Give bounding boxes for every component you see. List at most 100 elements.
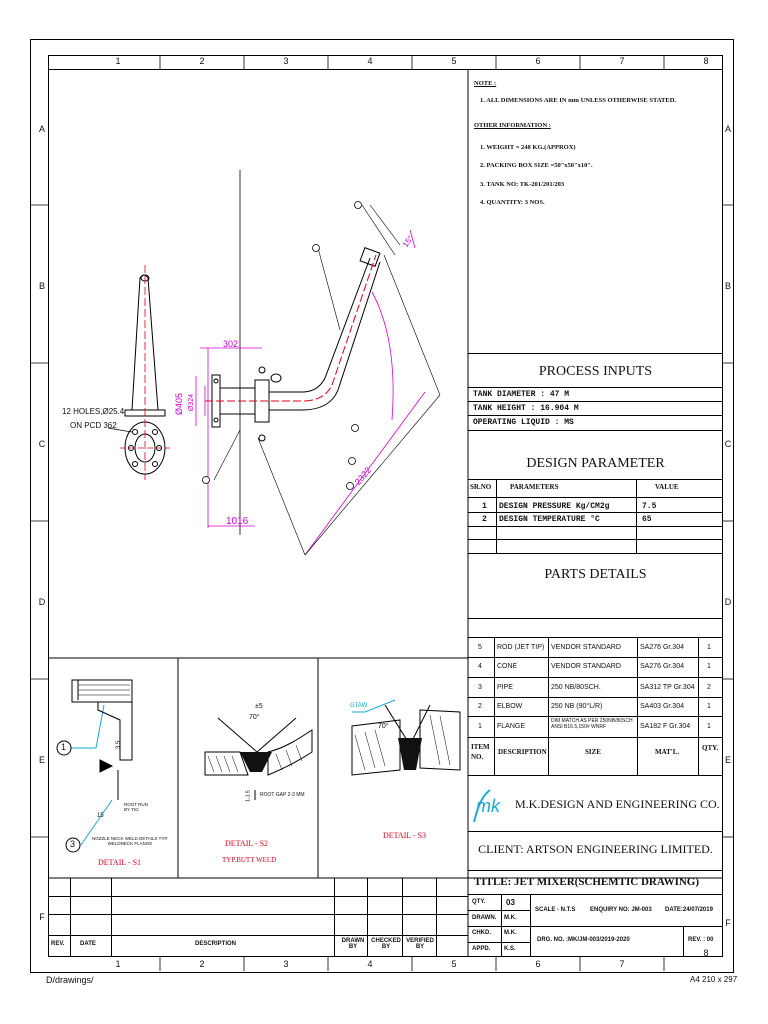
detail-s1-15: 15 (97, 813, 104, 819)
zone-row-E-left: E (38, 755, 45, 765)
part-5-size: VENDOR STANDARD (551, 644, 621, 651)
part-2-desc: ELBOW (497, 703, 523, 710)
verified-by-header: VERIFIED BY (406, 938, 434, 950)
balloon-1: 1 (61, 742, 67, 752)
part-3-qty: 2 (707, 684, 711, 691)
detail-s3-gtaw: GTAW (350, 703, 368, 709)
zone-col-3-bottom: 3 (283, 959, 289, 969)
chkd-value: M.K. (504, 930, 517, 936)
zone-row-C-right: C (724, 439, 732, 449)
zone-row-B-right: B (724, 281, 731, 291)
part-5-no: 5 (478, 644, 482, 651)
checked-by-header: CHECKED BY (371, 938, 401, 950)
balloon-3: 3 (70, 839, 76, 849)
zone-row-D-left: D (38, 597, 46, 607)
zone-row-E-right: E (724, 755, 731, 765)
client-name: CLIENT: ARTSON ENGINEERING LIMITED. (478, 842, 713, 856)
part-5-desc: ROD (JET TIP) (497, 644, 545, 651)
zone-col-1-bottom: 1 (115, 959, 121, 969)
parts-header-size: SIZE (585, 748, 601, 756)
detail-s1-35: 3.5 (116, 740, 123, 750)
part-2-matl: SA403 Gr.304 (640, 703, 684, 710)
zone-row-C-left: C (38, 439, 46, 449)
dim-324: Ø324 (188, 393, 196, 412)
footer-path: D/drawings/ (46, 975, 94, 985)
part-4-qty: 1 (707, 663, 711, 670)
chkd-label: CHKD. (472, 930, 491, 936)
drawn-value: M.K. (504, 915, 517, 921)
part-4-size: VENDOR STANDARD (551, 663, 621, 670)
note-1: 1. ALL DIMENSIONS ARE IN mm UNLESS OTHER… (480, 97, 677, 104)
info-item-4: 4. QUANTITY: 3 NOS. (480, 199, 545, 206)
company-logo-text: mk (476, 796, 500, 816)
drawing-title: TITLE: JET MIXER(SCHEMTIC DRAWING) (474, 876, 700, 888)
scale: SCALE - N.T.S (535, 907, 576, 913)
design-row-1-no: 1 (482, 502, 487, 511)
company-name: M.K.DESIGN AND ENGINEERING CO. (515, 797, 720, 811)
part-3-matl: SA312 TP Gr.304 (640, 684, 695, 691)
detail-s3-70: 70° (378, 723, 389, 730)
date: DATE:24/07/2019 (665, 907, 713, 913)
zone-col-8-bottom: 8 (703, 948, 709, 958)
detail-s1-rootrun: ROOT RUN BY TIG (124, 802, 148, 812)
detail-s2-label: DETAIL - S2 (225, 839, 269, 848)
detail-s1-label: DETAIL - S1 (98, 858, 142, 867)
detail-s1-note: NOZZLE NECK WELD DETAILS TYP. WELDNECK F… (91, 836, 169, 846)
parts-header-item: ITEM NO. (471, 743, 490, 761)
detail-s2-70: 70° (249, 714, 260, 721)
qty-value: 03 (506, 898, 515, 907)
part-5-qty: 1 (707, 644, 711, 651)
drawn-label: DRAWN. (472, 915, 497, 921)
part-5-matl: SA276 Gr.304 (640, 644, 684, 651)
detail-s2-sub: TYP.BUTT WELD (222, 856, 277, 864)
date-header: DATE (80, 941, 96, 947)
info-item-2: 2. PACKING BOX SIZE =50"x50"x10". (480, 162, 593, 169)
operating-liquid: OPERATING LIQUID : MS (473, 418, 574, 427)
zone-col-4: 4 (367, 56, 373, 66)
detail-s2-15: 1-1.5 (245, 790, 252, 802)
other-info-heading: OTHER INFORMATION : (474, 122, 551, 129)
part-4-no: 4 (478, 663, 482, 670)
mk-logo (470, 786, 510, 824)
holes-label-1: 12 HOLES,Ø25.4 (62, 407, 125, 416)
design-row-2-param: DESIGN TEMPERATURE °C (499, 515, 600, 524)
dim-302: 302 (223, 339, 239, 349)
appd-label: APPD. (472, 946, 491, 952)
notes-heading: NOTE : (474, 80, 497, 87)
zone-col-8: 8 (703, 56, 709, 66)
zone-col-7-bottom: 7 (619, 959, 625, 969)
zone-col-6: 6 (535, 56, 541, 66)
part-3-size: 250 NB/80SCH. (551, 684, 601, 691)
design-row-1-value: 7.5 (642, 502, 657, 511)
design-col-value: VALUE (655, 483, 679, 491)
part-1-size: DIM MATCH AS PER 250NB/80SCH ANSI B16.5,… (551, 718, 633, 730)
part-2-size: 250 NB (90°L/R) (551, 703, 603, 710)
footer-sheet-size: A4 210 x 297 (690, 975, 738, 984)
part-1-qty: 1 (707, 723, 711, 730)
description-header: DESCRIPTION (195, 941, 237, 947)
design-parameter-title: DESIGN PARAMETER (526, 456, 665, 471)
zone-row-B-left: B (38, 281, 45, 291)
design-row-1-param: DESIGN PRESSURE Kg/CM2g (499, 502, 610, 511)
detail-s3-label: DETAIL - S3 (383, 831, 427, 840)
design-row-2-value: 65 (642, 515, 652, 524)
holes-label-2: ON PCD 362 (70, 421, 117, 430)
zone-row-F-left: F (39, 912, 45, 922)
inner-border (48, 55, 723, 957)
detail-s2-pm5: ±5 (255, 703, 263, 710)
zone-col-5-bottom: 5 (451, 959, 457, 969)
outer-border (30, 39, 734, 973)
zone-col-4-bottom: 4 (367, 959, 373, 969)
info-item-3: 3. TANK NO: TK-201/201/203 (480, 181, 565, 188)
part-2-no: 2 (478, 703, 482, 710)
zone-col-3: 3 (283, 56, 289, 66)
dim-405: Ø405 (174, 392, 185, 416)
design-col-srno: SR.NO (470, 483, 492, 491)
revision-number: REV. : 00 (688, 937, 714, 943)
zone-col-6-bottom: 6 (535, 959, 541, 969)
design-row-2-no: 2 (482, 515, 487, 524)
parts-header-qty: QTY. (702, 744, 719, 752)
tank-diameter: TANK DIAMETER : 47 M (473, 390, 570, 399)
drawing-number: DRG. NO. :MK/JM-003/2019-2020 (537, 937, 630, 943)
